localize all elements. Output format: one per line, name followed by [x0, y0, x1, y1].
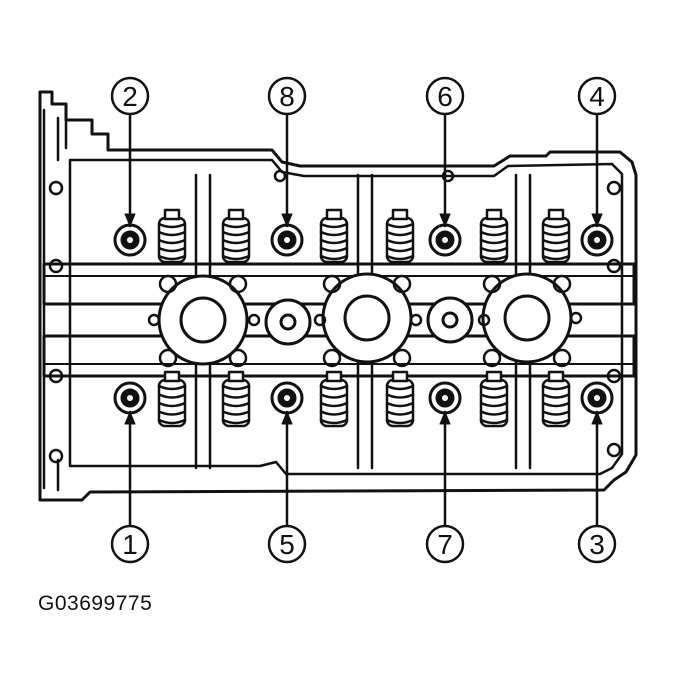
- arrowhead: [124, 411, 136, 425]
- valve-spring: [319, 370, 349, 428]
- arrowhead: [281, 411, 293, 425]
- bolt-number-7: 7: [437, 529, 453, 560]
- valve-spring: [385, 370, 415, 428]
- callout-circle: [110, 76, 150, 116]
- bolt-number-2: 2: [122, 81, 138, 112]
- callout-circle: [425, 524, 465, 564]
- callout-circle: [267, 524, 307, 564]
- valve-spring: [479, 370, 509, 428]
- vertical-ribs: [194, 173, 532, 470]
- valve-spring: [319, 208, 349, 264]
- bolt-number-4: 4: [589, 81, 605, 112]
- bolt-number-8: 8: [279, 81, 295, 112]
- center-bosses: [264, 296, 474, 346]
- callout-circle: [110, 524, 150, 564]
- head-bolt-8: 8: [267, 76, 307, 257]
- figure-id: G03699775: [38, 592, 153, 615]
- arrowhead: [439, 213, 451, 227]
- valve-spring: [157, 208, 187, 264]
- valve-spring: [157, 370, 187, 428]
- arrowhead: [124, 213, 136, 227]
- head-bolt-3: 3: [577, 381, 617, 564]
- callout-circle: [577, 524, 617, 564]
- head-bolt-4: 4: [577, 76, 617, 257]
- head-bolt-7: 7: [425, 381, 465, 564]
- head-bolt-2: 2: [110, 76, 150, 257]
- callout-circle: [425, 76, 465, 116]
- valve-spring: [479, 208, 509, 264]
- head-bolts: 1 5 7 3 2 8 6 4: [110, 76, 617, 564]
- head-bolt-6: 6: [425, 76, 465, 257]
- callout-circle: [267, 76, 307, 116]
- arrowhead: [281, 213, 293, 227]
- head-outline: [38, 90, 638, 502]
- bolt-number-1: 1: [122, 529, 138, 560]
- cam-bearing-bosses: [157, 272, 573, 366]
- head-bolt-5: 5: [267, 381, 307, 564]
- callout-circle: [577, 76, 617, 116]
- bolt-number-5: 5: [279, 529, 295, 560]
- valve-spring: [221, 208, 251, 264]
- head-inner-outline: [68, 158, 624, 476]
- mounting-holes: [48, 169, 622, 464]
- valve-spring: [221, 370, 251, 428]
- valve-spring: [541, 208, 571, 264]
- arrowhead: [439, 411, 451, 425]
- arrowhead: [591, 411, 603, 425]
- bolt-number-3: 3: [589, 529, 605, 560]
- head-bolt-1: 1: [110, 381, 150, 564]
- valve-spring: [541, 370, 571, 428]
- small-bosses: [158, 274, 572, 368]
- valve-springs: [157, 208, 571, 428]
- left-flange: [42, 108, 68, 492]
- bolt-number-6: 6: [437, 81, 453, 112]
- arrowhead: [591, 213, 603, 227]
- valve-spring: [385, 208, 415, 264]
